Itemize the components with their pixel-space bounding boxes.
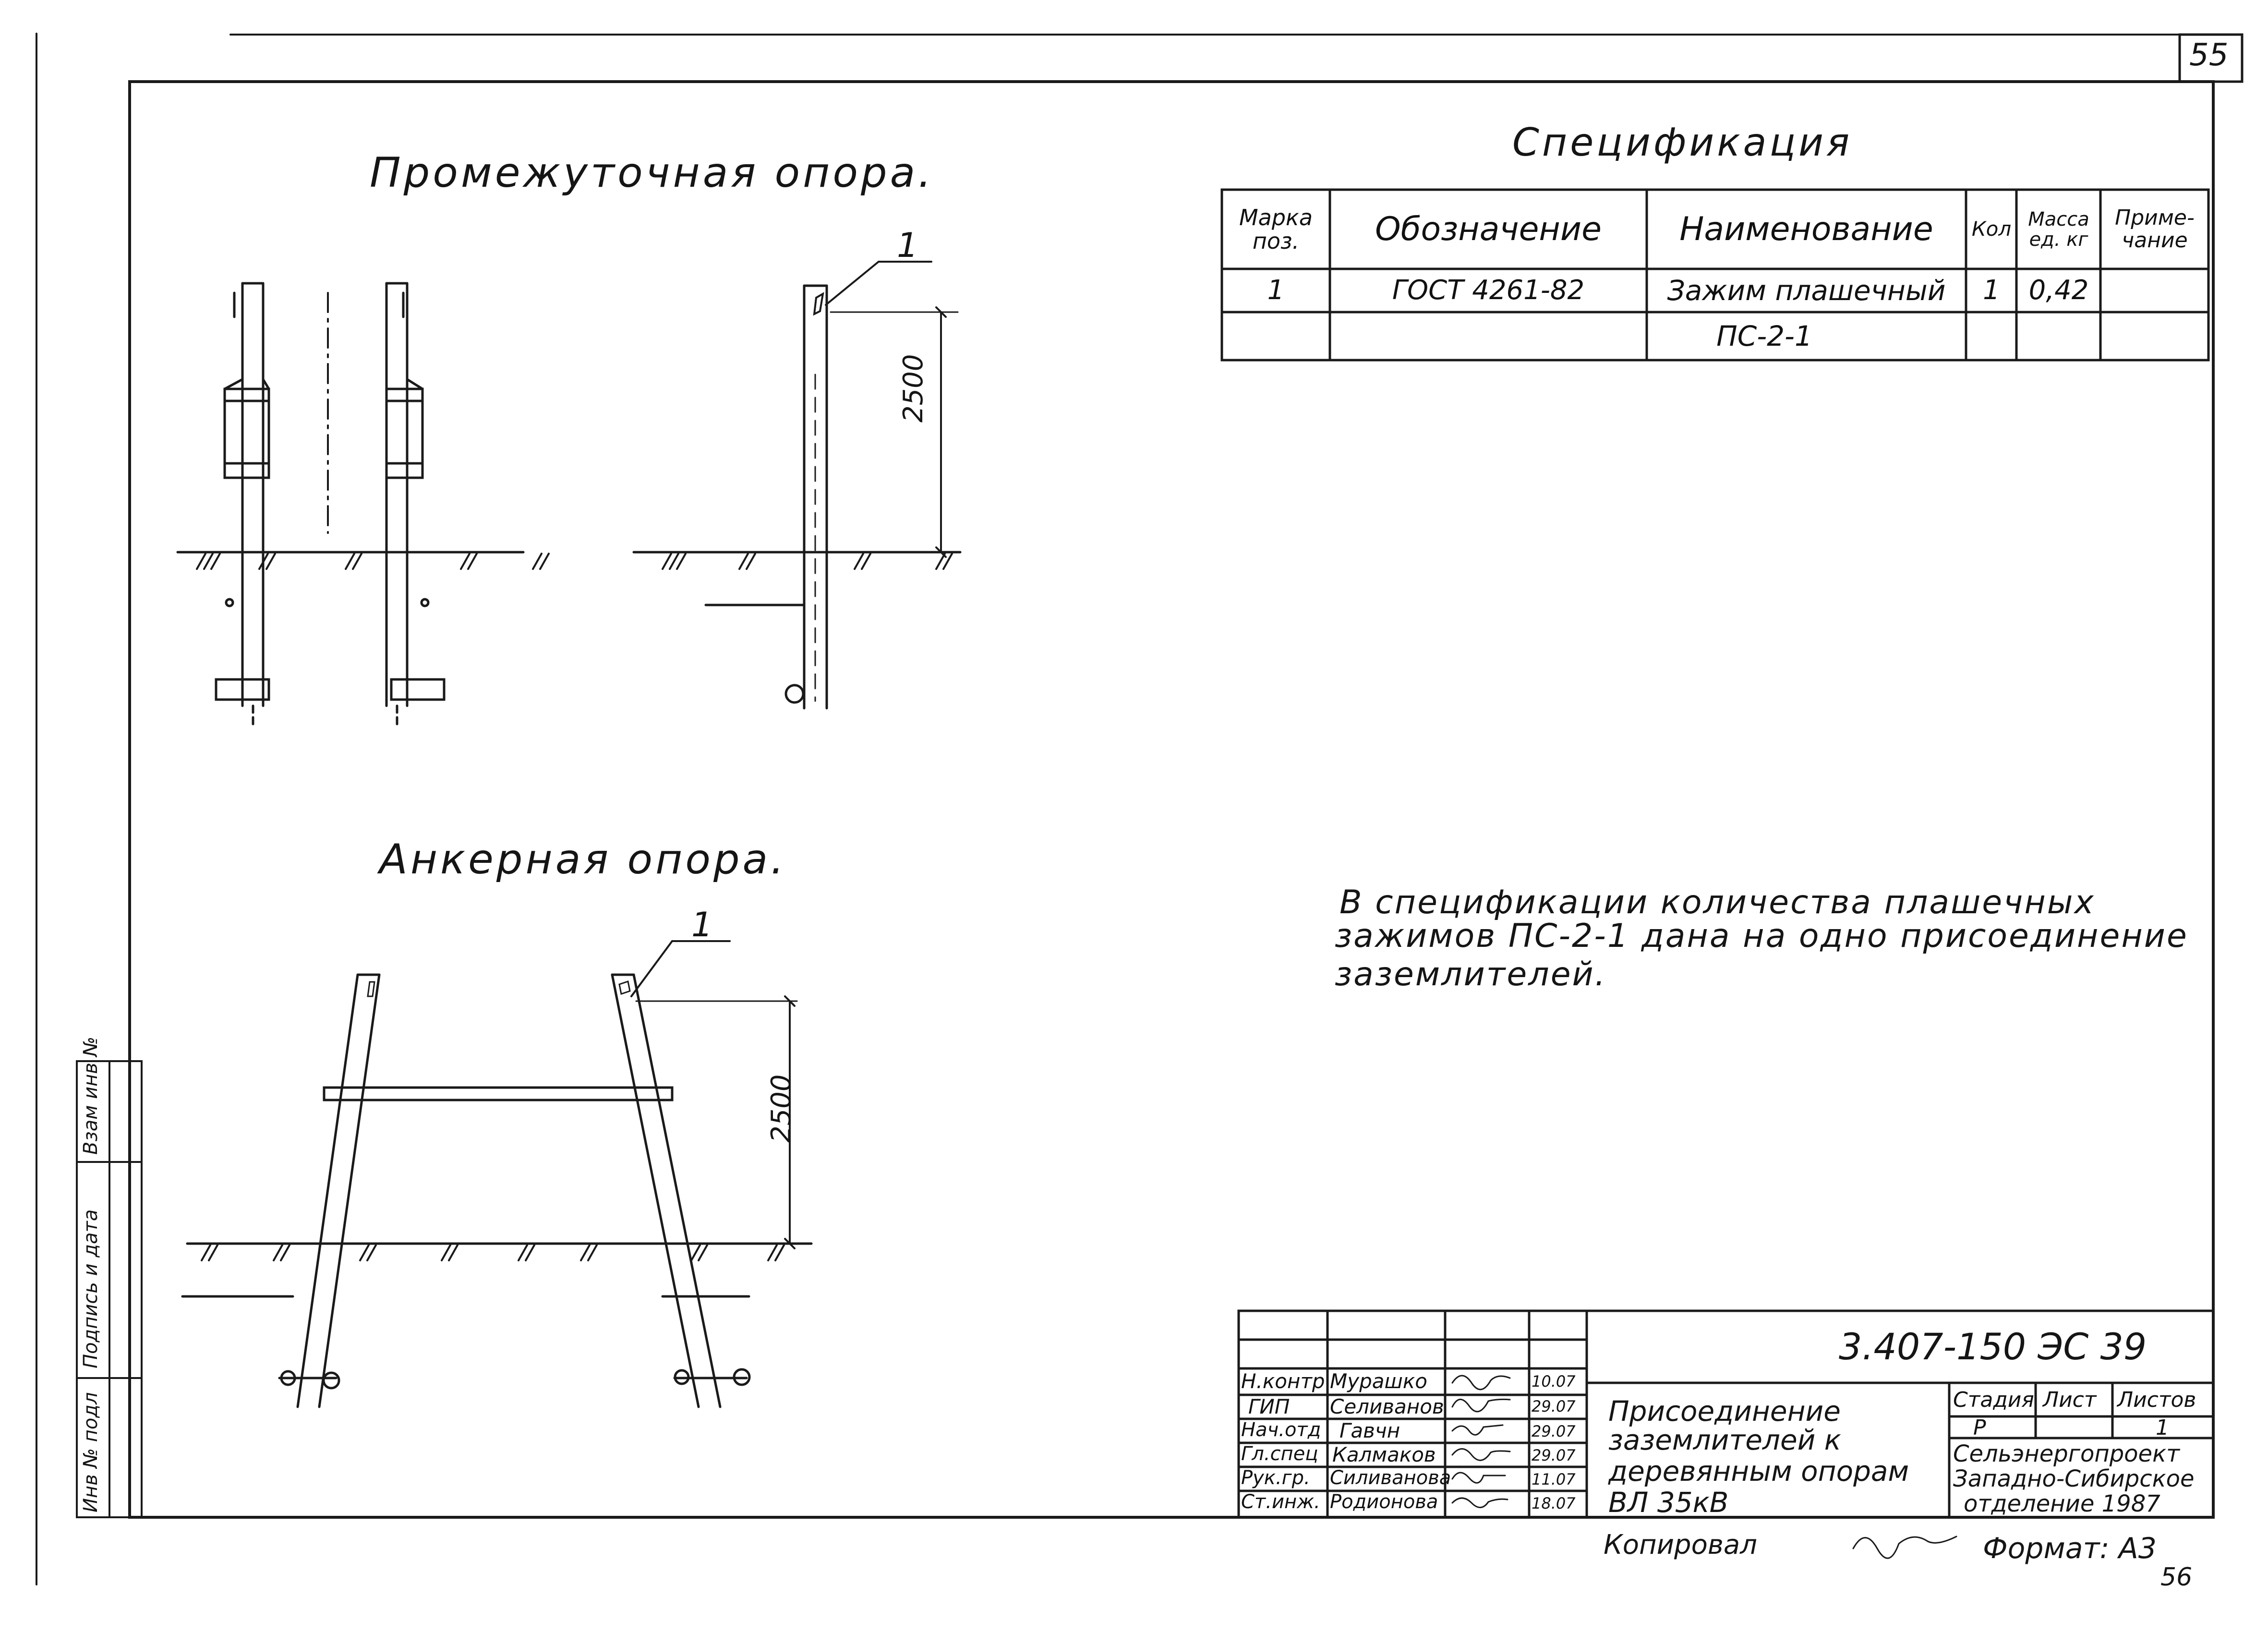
spec-table-grid <box>1220 188 2210 362</box>
tb-role-5: Ст.инж. <box>1241 1491 1320 1513</box>
note-line-1: В спецификации количества плашечных <box>1339 883 2095 921</box>
org-line-1: Сельэнергопроект <box>1953 1440 2180 1467</box>
dimension-label-1: 2500 <box>898 354 929 423</box>
note-line-3: заземлителей. <box>1335 956 1607 993</box>
anchor-pole-left <box>278 973 381 1408</box>
format-label: Формат: А3 <box>1983 1532 2157 1565</box>
sheet-label: Лист <box>2043 1388 2097 1412</box>
drawing-name-line-1: Присоединение <box>1608 1395 1841 1427</box>
drawing-name-line-2: заземлителей к <box>1608 1424 1841 1456</box>
tb-name-4: Силиванова <box>1330 1467 1451 1489</box>
tb-date-4: 11.07 <box>1532 1470 1576 1488</box>
spec-header-note: Приме- чание <box>2115 206 2195 253</box>
doc-code: 3.407-150 ЭС 39 <box>1839 1325 2147 1368</box>
tb-role-4: Рук.гр. <box>1241 1467 1310 1489</box>
dim-ticks-2 <box>784 995 796 1249</box>
stage-value: Р <box>1973 1415 1986 1440</box>
tb-date-1: 29.07 <box>1532 1397 1576 1415</box>
callout-leader-2 <box>630 940 673 997</box>
sheets-label: Листов <box>2117 1388 2196 1412</box>
tb-role-2: Нач.отд <box>1241 1419 1321 1441</box>
ground-hatching-anchor <box>201 1244 785 1261</box>
drawing-name-line-3: деревянным опорам <box>1608 1455 1909 1488</box>
anchor-pole-right <box>611 973 751 1408</box>
anchor-pole-title: Анкерная опора. <box>379 835 787 883</box>
page-number-box <box>2178 33 2244 83</box>
callout-leader-1 <box>825 261 880 306</box>
anchor-crossbar <box>323 1086 674 1101</box>
spec-title: Спецификация <box>1512 120 1853 165</box>
side-stamp-sign-date: Подпись и дата <box>80 1209 102 1368</box>
dimension-label-2: 2500 <box>766 1074 797 1143</box>
stage-label: Стадия <box>1953 1388 2034 1412</box>
signatures <box>1451 1375 1957 1559</box>
ground-hatching <box>196 553 953 570</box>
spec-header-qty: Кол <box>1971 217 2012 241</box>
intermediate-pole-front <box>215 282 270 726</box>
copied-by-label: Копировал <box>1604 1529 1757 1560</box>
tb-name-0: Мурашко <box>1330 1369 1427 1393</box>
tb-date-2: 29.07 <box>1532 1422 1576 1440</box>
spec-header-mark: Марка поз. <box>1239 205 1313 254</box>
spec-row1-mark: 1 <box>1267 274 1285 306</box>
tb-role-0: Н.контр <box>1241 1369 1325 1393</box>
tb-name-1: Селиванов <box>1330 1395 1444 1418</box>
page-number: 55 <box>2189 37 2229 73</box>
side-stamp-inv-replace: Взам инв № <box>80 1036 102 1155</box>
spec-row1-name: Зажим плашечный <box>1667 274 1946 307</box>
org-line-2: Западно-Сибирское <box>1953 1465 2195 1492</box>
title-block-grid <box>1237 1309 2215 1519</box>
spec-row1-designation: ГОСТ 4261-82 <box>1392 274 1585 306</box>
spec-row1-mass: 0,42 <box>2028 274 2089 306</box>
tb-role-3: Гл.спец <box>1241 1443 1318 1465</box>
tb-date-0: 10.07 <box>1532 1372 1576 1391</box>
drawing-name-line-4: ВЛ 35кВ <box>1608 1486 1729 1519</box>
spec-header-mass: Масса ед. кг <box>2028 208 2089 251</box>
intermediate-pole-side <box>385 282 446 726</box>
tb-role-1: ГИП <box>1248 1395 1290 1418</box>
org-line-3: отделение 1987 <box>1964 1490 2160 1517</box>
tb-name-2: Гавчн <box>1339 1419 1400 1442</box>
drawing-frame <box>128 80 2215 1519</box>
tb-name-5: Родионова <box>1330 1491 1438 1513</box>
tb-name-3: Калмаков <box>1332 1443 1436 1466</box>
bottom-page-number: 56 <box>2160 1563 2193 1592</box>
intermediate-pole-title: Промежуточная опора. <box>370 149 934 197</box>
tb-date-5: 18.07 <box>1532 1494 1576 1512</box>
copied-by-signature <box>1852 1536 1957 1559</box>
spec-header-name: Наименование <box>1679 210 1933 248</box>
sheets-value: 1 <box>2156 1415 2169 1440</box>
spec-row1-note <box>2102 270 2208 311</box>
callout-number-1: 1 <box>897 226 918 265</box>
tb-date-3: 29.07 <box>1532 1446 1576 1464</box>
spec-header-designation: Обозначение <box>1375 210 1602 248</box>
intermediate-pole-grounded <box>704 284 828 710</box>
note-line-2: зажимов ПС-2-1 дана на одно присоединени… <box>1335 917 2188 955</box>
spec-row2-name: ПС-2-1 <box>1716 319 1812 352</box>
side-stamp-inv-orig: Инв № подл <box>80 1392 102 1512</box>
side-stamp <box>76 1060 143 1518</box>
spec-row1-qty: 1 <box>1983 274 2000 306</box>
callout-number-2: 1 <box>691 905 713 944</box>
dim-ticks-1 <box>935 306 947 558</box>
